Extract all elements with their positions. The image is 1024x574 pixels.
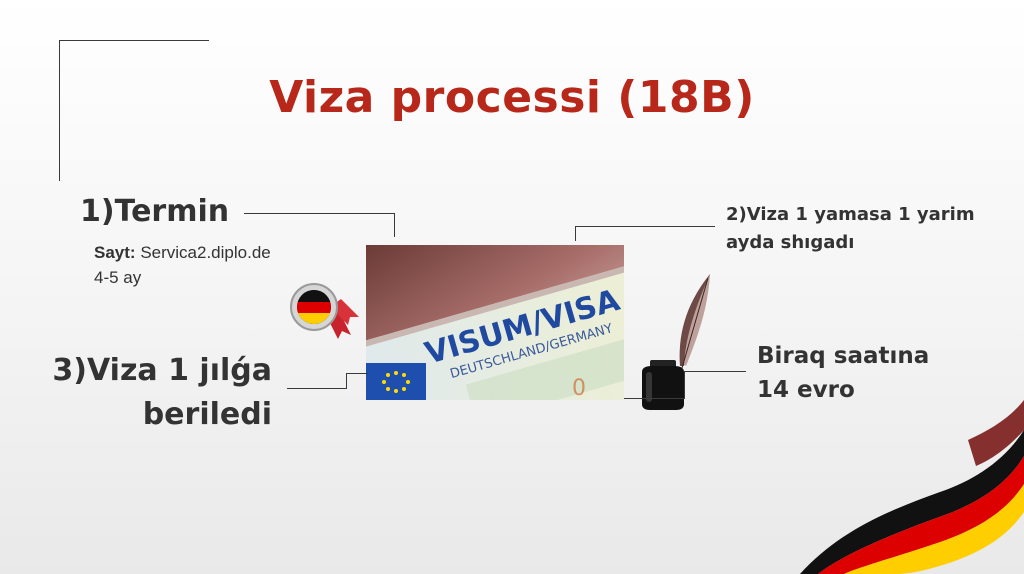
step2-line2: ayda shıgadı xyxy=(726,232,855,253)
slide-title: Viza processi (18B) xyxy=(269,72,755,123)
frame-line-left xyxy=(59,40,60,181)
step1-heading: 1)Termin xyxy=(80,194,230,229)
step1-details: Sayt: Servica2.diplo.de 4-5 ay xyxy=(94,240,271,290)
cost-line2: 14 evro xyxy=(757,377,855,403)
cost-line1: Biraq saatına xyxy=(757,343,930,369)
cost-connector-v xyxy=(684,371,685,399)
step3-text: 3)Viza 1 jılǵa beriledi xyxy=(40,349,272,437)
step2-line1: 2)Viza 1 yamasa 1 yarim xyxy=(726,204,975,225)
step1-connector-h xyxy=(244,213,395,214)
step3-line2: beriledi xyxy=(142,397,272,432)
cost-connector-h2 xyxy=(624,398,685,399)
step3-line1: 3)Viza 1 jılǵa xyxy=(52,353,272,388)
cost-text: Biraq saatına 14 evro xyxy=(757,339,929,407)
step2-connector-v xyxy=(575,226,576,241)
site-label: Sayt: xyxy=(94,243,136,262)
step1-connector-v xyxy=(394,213,395,237)
german-flag-ribbon-icon xyxy=(800,400,1024,574)
step2-connector-h xyxy=(575,226,715,227)
frame-line-top xyxy=(59,40,209,41)
step3-connector-h2 xyxy=(346,373,368,374)
cost-connector-h xyxy=(684,371,746,372)
step3-connector-v xyxy=(346,373,347,389)
quill-inkwell-icon xyxy=(642,274,710,410)
site-value: Servica2.diplo.de xyxy=(140,243,271,262)
svg-text:0: 0 xyxy=(572,376,586,400)
visa-photo: VISUM/VISA DEUTSCHLAND/GERMANY 0 xyxy=(366,245,624,400)
duration-text: 4-5 ay xyxy=(94,268,142,287)
step2-text: 2)Viza 1 yamasa 1 yarim ayda shıgadı xyxy=(726,201,975,257)
german-flag-badge-icon xyxy=(290,283,359,339)
step3-connector-h xyxy=(287,388,347,389)
